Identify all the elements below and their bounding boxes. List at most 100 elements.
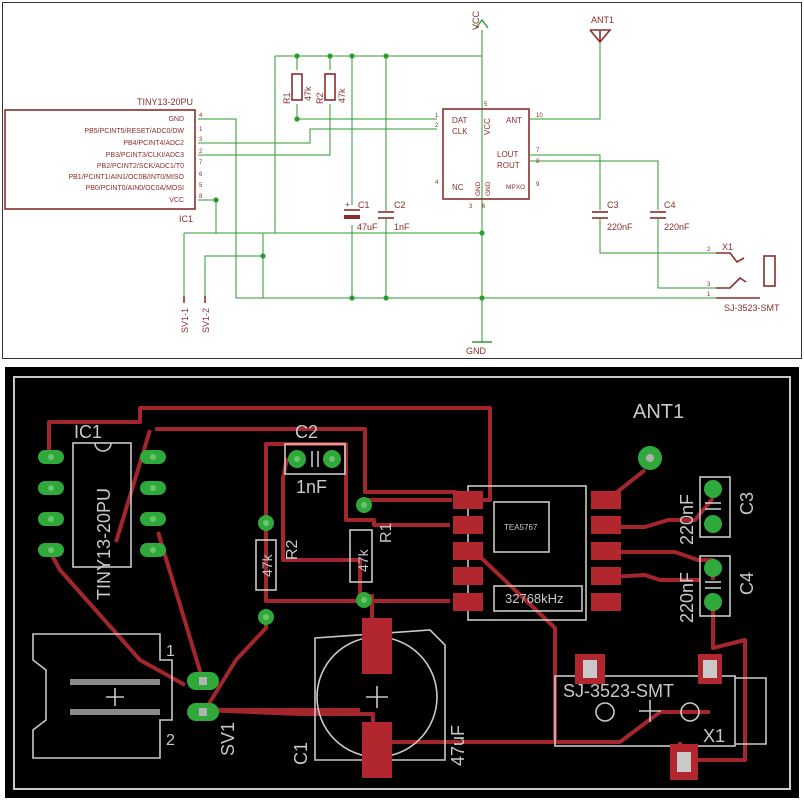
radio-pin-num: 10 [536,113,543,119]
ic1-pin-label: GND [168,116,184,123]
radio-pin-num: 4 [435,180,439,186]
ic1-pin-num: 6 [199,172,203,178]
board-x1-ref: X1 [703,726,725,746]
board-outline [13,376,791,790]
jack-x1-ref: X1 [722,242,733,252]
ic1-pin-num: 5 [199,183,203,189]
board-r2: 47k R2 [255,515,301,625]
ic1-symbol: TINY13-20PU IC1 GND PB5/PCINT5/RESET/ADC… [4,97,203,224]
c1-ref: C1 [358,200,370,210]
c4-ref: C4 [664,200,676,210]
radio-pin-num: 6 [482,204,486,210]
capacitor-c2: C2 1nF [378,200,410,232]
ic1-pin-label: PB3/PCINT3/CLKI/ADC3 [106,152,184,159]
r2-ref: R2 [315,92,325,104]
c2-value: 1nF [394,222,410,232]
radio-pin-num: 9 [536,182,540,188]
antenna-label: ANT1 [591,15,614,25]
radio-pin-num: 7 [536,148,540,154]
board-c3: 220nF C3 [677,476,757,545]
board-module-chip: TEA5767 [504,523,538,532]
radio-pin-rout: ROUT [497,161,520,170]
board-r2-ref: R2 [284,539,301,560]
sv1-pin-1: SV1-1 [180,308,190,333]
schematic-nets [183,30,716,342]
board-c1-ref: C1 [291,742,311,765]
board-ic1-part: TINY13-20PU [94,488,114,600]
board-c2-ref: C2 [295,422,318,442]
radio-pin-dat: DAT [452,116,468,125]
board-traces [47,406,747,762]
radio-chip-symbol: DAT CLK NC ANT LOUT ROUT MPXO VCC GND GN… [435,102,543,210]
ic1-pin-label: PB1/PCINT1/AIN1/OC0B/INT0/MISO [68,174,184,181]
ic1-pin-num: 7 [199,160,203,166]
board-ant1-label: ANT1 [633,401,684,423]
c3-ref: C3 [607,200,619,210]
radio-pin-num: 2 [435,123,439,129]
ic1-pin-label: PB2/PCINT2/SCK/ADC1/T0 [97,163,184,170]
capacitor-c4: C4 220nF [650,200,690,232]
gnd-label: GND [466,346,487,356]
gnd-symbol: GND [466,341,492,356]
board-r2-value: 47k [259,553,275,577]
radio-pin-mpxo: MPXO [506,184,525,191]
schematic-panel: TINY13-20PU IC1 GND PB5/PCINT5/RESET/ADC… [2,2,802,359]
board-radio-module: TEA5767 32768kHz [453,485,621,621]
vcc-label: VCC [471,10,481,30]
radio-pin-num: 3 [469,204,473,210]
ic1-pin-num: 1 [199,127,203,133]
board-c1-value: 47uF [448,725,468,766]
antenna-symbol: ANT1 [589,15,614,44]
jack-pin-num: 2 [707,247,711,253]
ic1-pin-label: PB4/PCINT4/ADC2 [123,140,184,147]
board-ic1-ref: IC1 [74,422,102,442]
board-x1-part: SJ-3523-SMT [563,681,674,701]
junction-dots [213,53,485,301]
board-c4-ref: C4 [737,572,757,595]
board-r1-ref: R1 [378,522,395,543]
board-r1: 47k R1 [349,497,395,608]
c1-value: 47uF [357,222,378,232]
c4-value: 220nF [664,222,690,232]
ic1-pin-label: PB0/PCINT0/AIN0/OC0A/MOSI [86,185,184,192]
board-module-crystal: 32768kHz [505,591,564,606]
ic1-pin-label: PB5/PCINT5/RESET/ADC0/DW [84,128,184,135]
board-x1: SJ-3523-SMT X1 [554,654,767,780]
board-c3-value: 220nF [677,494,697,545]
board-sv1-pin2: 2 [166,732,175,749]
r1-value: 47k [303,86,313,101]
ic1-pin-num: 8 [199,194,203,200]
radio-pin-vcc: VCC [483,118,492,135]
jack-x1-part: SJ-3523-SMT [724,303,780,313]
c3-value: 220nF [607,222,633,232]
board-c3-ref: C3 [737,492,757,515]
capacitor-c3: C3 220nF [592,200,633,232]
board-sv1-pin1: 1 [166,643,175,660]
ic1-pins: GND PB5/PCINT5/RESET/ADC0/DW PB4/PCINT4/… [68,116,184,204]
jack-x1-symbol: X1 SJ-3523-SMT 2 3 1 [707,242,780,313]
radio-pin-lout: LOUT [497,150,518,159]
svg-text:+: + [345,200,350,209]
capacitor-c1: + C1 47uF [344,200,378,232]
ic1-part: TINY13-20PU [137,97,193,107]
ic1-body [4,109,196,210]
radio-pin-num: 1 [435,113,439,119]
board-sv1: 1 2 SV1 [32,633,238,759]
jack-pin-num: 3 [707,282,711,288]
r2-value: 47k [337,88,347,103]
board-c1: C1 47uF [291,618,468,778]
radio-pin-gnd: GND [485,181,492,196]
r1-ref: R1 [282,92,292,104]
board-background [5,367,799,798]
board-ant1: ANT1 [633,401,684,470]
radio-pin-gnd: GND [475,181,482,196]
board-r1-value: 47k [355,548,371,572]
jack-x1-body [763,255,776,287]
ic1-ref: IC1 [179,214,193,224]
c2-ref: C2 [394,200,406,210]
jack-pin-num: 1 [707,292,711,298]
radio-pin-ant: ANT [506,116,522,125]
vcc-symbol: VCC [471,10,489,30]
header-sv1-symbol: SV1-1 SV1-2 [180,296,211,333]
ic1-pin-label: VCC [169,197,184,204]
